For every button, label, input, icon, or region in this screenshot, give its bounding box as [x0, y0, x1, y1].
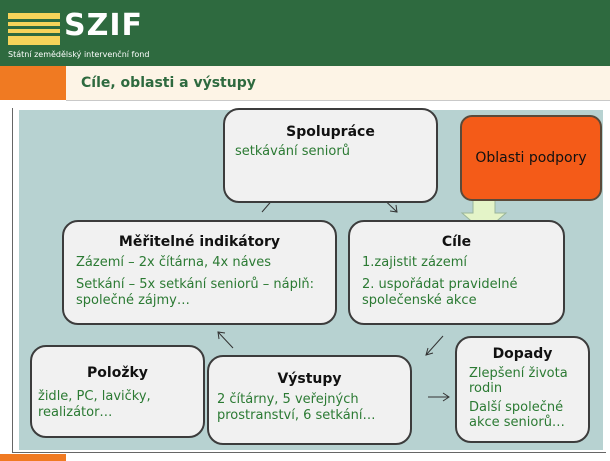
logo-text: SZIF [64, 8, 144, 43]
node-text: Zázemí – 2x čítárna, 4x náves [76, 255, 272, 270]
node-title: Měřitelné indikátory [118, 234, 281, 250]
node-vystupy: Výstupy 2 čítárny, 5 veřejných prostrans… [207, 355, 412, 445]
node-title: Dopady [492, 346, 553, 362]
node-text: Oblasti podpory [475, 150, 587, 166]
slide-title: Cíle, oblasti a výstupy [81, 75, 256, 91]
node-text: Setkání – 5x setkání seniorů – náplň: sp… [76, 277, 315, 308]
node-meritelne-indikatory: Měřitelné indikátory Zázemí – 2x čítárna… [62, 220, 337, 325]
node-spoluprace: Spolupráce setkávání seniorů [223, 108, 438, 203]
node-text: setkávání seniorů [235, 144, 350, 159]
logo-subtitle: Státní zemědělský intervenční fond [8, 50, 150, 59]
node-oblasti-podpory: Oblasti podpory [460, 115, 602, 201]
node-polozky: Položky židle, PC, lavičky, realizátor… [30, 345, 205, 438]
orange-accent-bottom [0, 454, 66, 461]
node-text: židle, PC, lavičky, realizátor… [38, 389, 151, 420]
node-text: 1.zajistit zázemí [362, 255, 468, 270]
szif-flag-icon [8, 13, 60, 45]
node-title: Výstupy [277, 371, 342, 387]
node-title: Spolupráce [286, 124, 375, 140]
node-text: Zlepšení života rodin [469, 366, 568, 396]
node-text: 2. uspořádat pravidelné společenské akce [362, 277, 518, 308]
node-text: Další společné akce seniorů… [469, 400, 565, 430]
orange-accent [0, 66, 66, 100]
slide-title-bar: Cíle, oblasti a výstupy [66, 66, 610, 101]
node-text: 2 čítárny, 5 veřejných prostranství, 6 s… [217, 392, 376, 423]
node-dopady: Dopady Zlepšení života rodin Další spole… [455, 336, 590, 443]
node-title: Položky [87, 365, 148, 381]
node-cile: Cíle 1.zajistit zázemí 2. uspořádat prav… [348, 220, 565, 325]
content-frame [12, 108, 606, 453]
node-title: Cíle [441, 234, 472, 250]
header-bar: SZIF Státní zemědělský intervenční fond [0, 0, 610, 66]
